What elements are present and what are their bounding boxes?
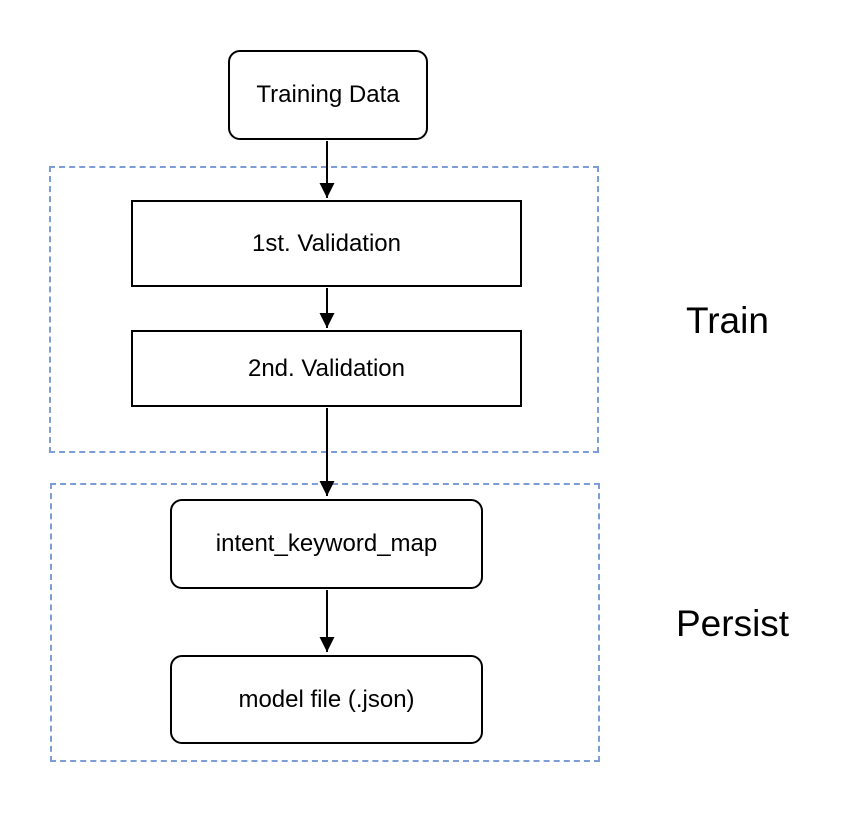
node-second-validation: 2nd. Validation [131,330,522,407]
node-model-file-label: model file (.json) [238,685,415,713]
node-intent-keyword-map-label: intent_keyword_map [215,530,438,557]
node-intent-keyword-map: intent_keyword_map [170,499,483,589]
node-first-validation: 1st. Validation [131,200,522,287]
train-group-boundary [49,166,599,453]
node-model-file: model file (.json) [170,655,483,744]
node-training-data-label: Training Data [256,81,400,108]
node-second-validation-label: 2nd. Validation [247,354,405,382]
persist-group-label: Persist [676,603,790,644]
node-training-data: Training Data [228,50,428,140]
train-group-label: Train [686,300,769,341]
node-first-validation-label: 1st. Validation [252,229,401,257]
